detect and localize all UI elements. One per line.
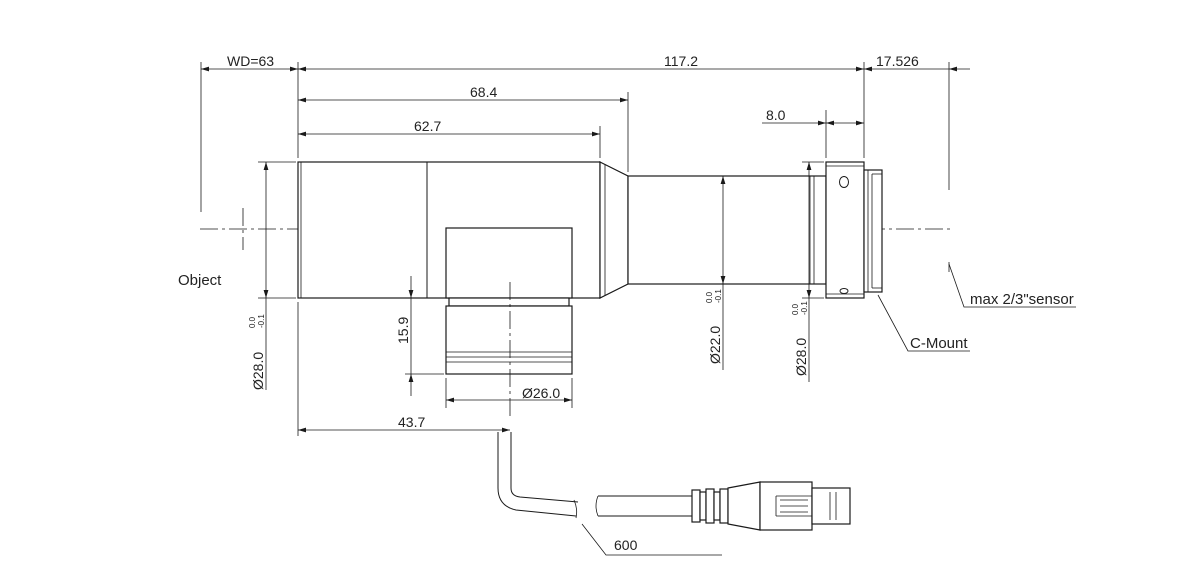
front-diameter-label: Ø28.0 bbox=[250, 352, 266, 390]
cable-length-label: 600 bbox=[614, 537, 638, 553]
mid-diameter-label: Ø22.0 bbox=[707, 326, 723, 364]
extension-lines bbox=[200, 62, 950, 436]
rear-tolerance-lower: -0.1 bbox=[800, 301, 809, 315]
cable-connector bbox=[691, 481, 851, 531]
front-tolerance-upper: 0.0 bbox=[248, 316, 257, 328]
light-port bbox=[445, 227, 573, 420]
wd-label: WD=63 bbox=[227, 53, 274, 69]
front-tolerance-lower: -0.1 bbox=[257, 314, 266, 328]
total-length-label: 117.2 bbox=[664, 53, 698, 69]
dimension-lines bbox=[201, 66, 970, 433]
light-height-label: 15.9 bbox=[395, 317, 411, 344]
lens-body bbox=[297, 161, 883, 299]
light-cable bbox=[497, 432, 692, 519]
back-focus-label: 17.526 bbox=[876, 53, 919, 69]
c-mount-leader bbox=[877, 294, 970, 352]
rear-tolerance-upper: 0.0 bbox=[791, 303, 800, 315]
length-68-label: 68.4 bbox=[470, 84, 497, 100]
light-diameter-label: Ø26.0 bbox=[522, 385, 560, 401]
mid-tolerance-lower: -0.1 bbox=[714, 289, 723, 303]
light-position-label: 43.7 bbox=[398, 414, 425, 430]
sensor-label: max 2/3"sensor bbox=[970, 291, 1074, 308]
cable-length-leader bbox=[581, 523, 722, 556]
sensor-leader bbox=[948, 263, 1076, 308]
mount-width-label: 8.0 bbox=[766, 107, 786, 123]
object-label: Object bbox=[178, 272, 222, 289]
mid-tolerance-upper: 0.0 bbox=[705, 291, 714, 303]
c-mount-label: C-Mount bbox=[910, 335, 968, 352]
length-62-label: 62.7 bbox=[414, 118, 441, 134]
rear-diameter-label: Ø28.0 bbox=[793, 338, 809, 376]
